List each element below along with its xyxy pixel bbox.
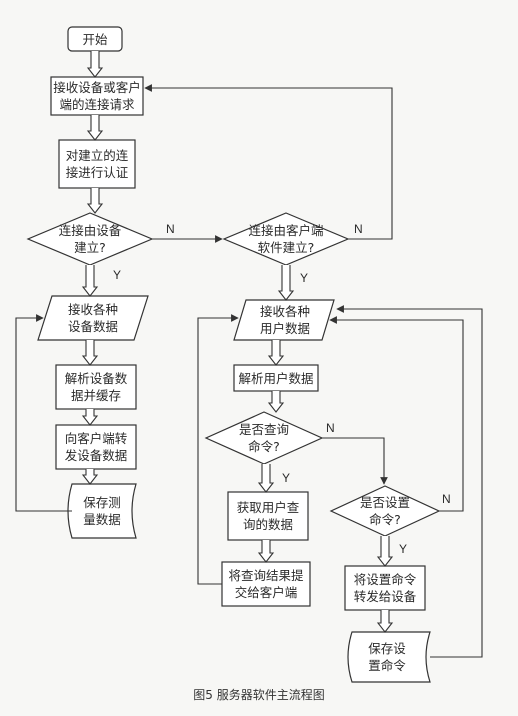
yes-label-set: Y [399, 542, 408, 556]
decision-device-diamond [26, 212, 154, 266]
loop-connectors [15, 84, 483, 658]
decision-set-diamond [329, 485, 441, 537]
save-set-storage [347, 631, 431, 683]
no-label-set: N [442, 492, 451, 506]
no-label-client: N [354, 222, 363, 236]
submit-result-box [221, 561, 311, 607]
no-label-device: N [166, 222, 175, 236]
main-connectors [81, 51, 394, 633]
recv-device-data-parallelogram [37, 295, 149, 341]
decision-query-diamond [204, 411, 324, 465]
parse-user-box [233, 364, 319, 392]
start-terminal [67, 26, 123, 52]
decision-client-diamond [222, 212, 350, 266]
yes-label-query: Y [282, 471, 291, 485]
figure-caption: 图5 服务器软件主流程图 [193, 688, 325, 702]
no-label-query: N [326, 421, 335, 435]
forward-set-box [344, 565, 426, 611]
get-user-query-box [227, 491, 309, 541]
recv-request-box [50, 76, 144, 116]
save-measure-storage [67, 483, 137, 539]
recv-user-data-parallelogram [233, 299, 335, 341]
yes-label-client: Y [300, 271, 309, 285]
forward-box [55, 424, 137, 470]
yes-label-device: Y [113, 268, 122, 282]
parse-cache-box [55, 364, 137, 410]
auth-box [58, 139, 136, 189]
